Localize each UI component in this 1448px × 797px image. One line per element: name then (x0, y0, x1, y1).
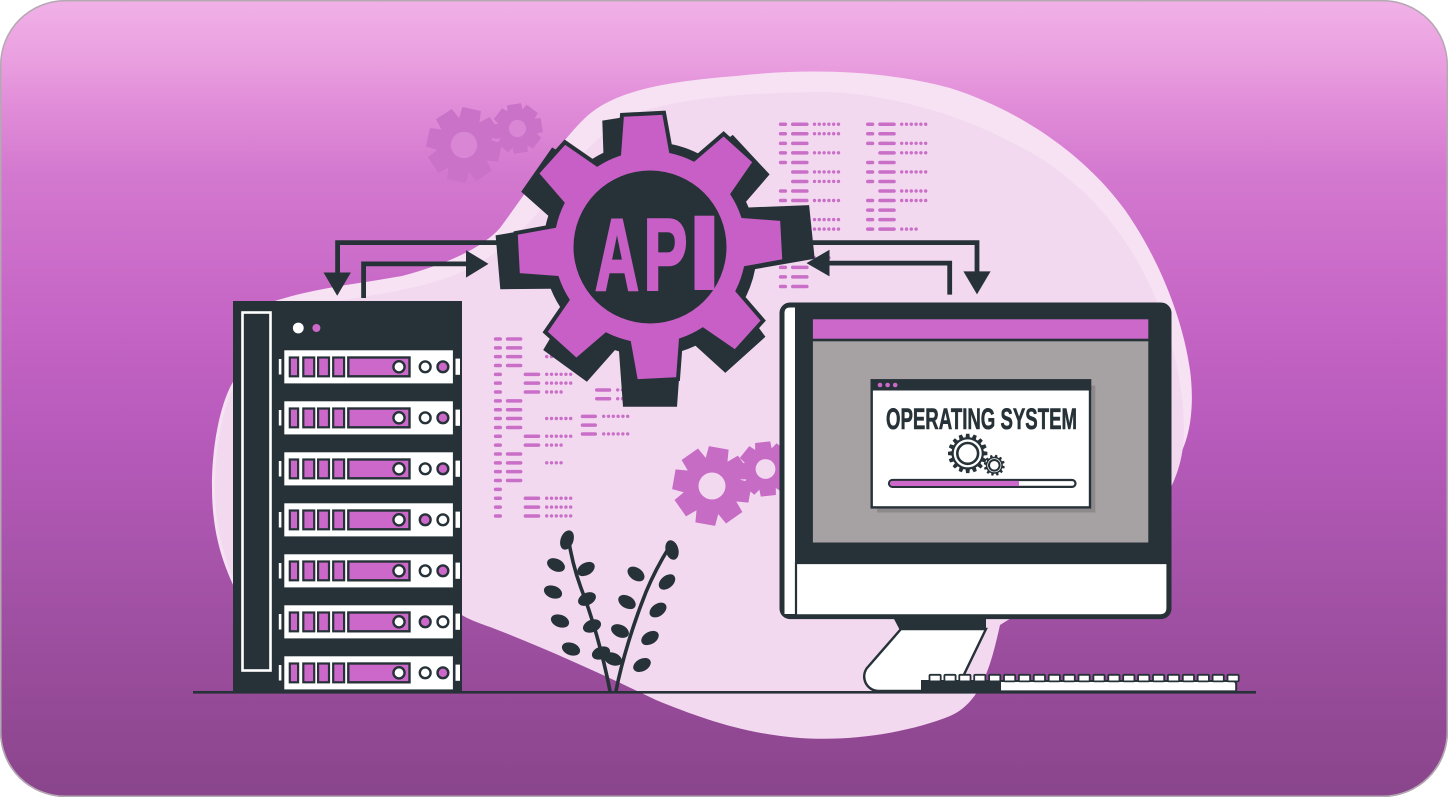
svg-text:A: A (595, 198, 639, 312)
svg-text:OPERATING SYSTEM: OPERATING SYSTEM (886, 403, 1077, 436)
svg-text:P: P (644, 198, 688, 312)
